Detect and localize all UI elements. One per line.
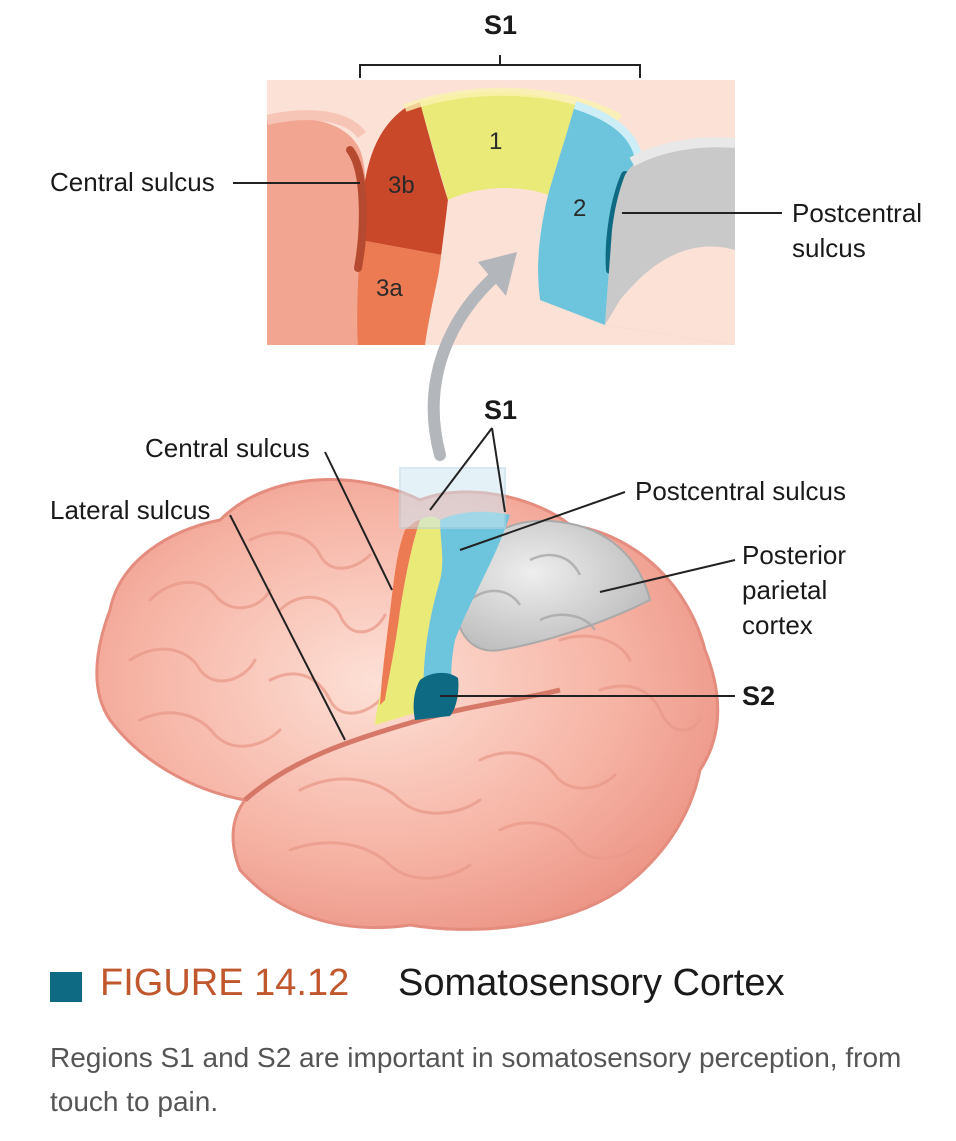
inset-postcentral-sulcus-label-line2: sulcus bbox=[792, 233, 866, 263]
region-3b-label: 3b bbox=[388, 172, 415, 199]
brain-illustration bbox=[95, 467, 720, 931]
brain-s1-label: S1 bbox=[484, 395, 518, 425]
area-3b-section bbox=[360, 102, 448, 255]
region-2-label: 2 bbox=[573, 195, 586, 222]
inset-central-sulcus-label: Central sulcus bbox=[50, 167, 215, 197]
lateral-sulcus-groove bbox=[243, 687, 561, 802]
precentral-gyrus-section bbox=[267, 118, 366, 345]
area-1-strip bbox=[375, 516, 443, 725]
inset-s1-label: S1 bbox=[484, 10, 518, 40]
posterior-parietal-label-line3: cortex bbox=[742, 610, 813, 640]
area-1-section bbox=[420, 91, 575, 200]
region-3a-label: 3a bbox=[376, 275, 403, 302]
area-2-strip bbox=[423, 511, 510, 710]
brain-postcentral-sulcus-label: Postcentral sulcus bbox=[635, 476, 846, 506]
s1-zoom-window bbox=[399, 467, 506, 529]
s1-leader-left bbox=[429, 427, 493, 511]
figure-number: FIGURE 14.12 bbox=[100, 962, 350, 1004]
lateral-sulcus-label: Lateral sulcus bbox=[50, 495, 211, 525]
area-2-section bbox=[537, 105, 638, 325]
lateral-sulcus-leader bbox=[229, 514, 346, 741]
diagram-canvas: 3b 3a 1 2 bbox=[95, 55, 782, 931]
brain-central-sulcus-label: Central sulcus bbox=[145, 433, 310, 463]
posterior-parietal-leader bbox=[599, 559, 736, 593]
area-3-strip bbox=[380, 520, 420, 705]
posterior-parietal-area bbox=[453, 519, 652, 652]
s1-leader-right bbox=[491, 427, 506, 513]
s2-label: S2 bbox=[742, 681, 776, 711]
central-sulcus-leader bbox=[324, 451, 393, 591]
region-1-label: 1 bbox=[489, 128, 502, 155]
inset-postcentral-sulcus-label-line1: Postcentral bbox=[792, 198, 923, 228]
zoom-arrow bbox=[427, 266, 506, 461]
figure-marker bbox=[50, 972, 82, 1002]
posterior-parietal-label-line2: parietal bbox=[742, 575, 828, 605]
posterior-parietal-label-line1: Posterior bbox=[742, 540, 847, 570]
area-3a-section bbox=[357, 240, 442, 345]
figure-title: Somatosensory Cortex bbox=[398, 962, 785, 1004]
s2-area bbox=[413, 672, 459, 720]
s1-bracket bbox=[359, 55, 641, 78]
postcentral-sulcus-leader bbox=[459, 491, 626, 551]
figure-description: Regions S1 and S2 are important in somat… bbox=[50, 1042, 902, 1117]
